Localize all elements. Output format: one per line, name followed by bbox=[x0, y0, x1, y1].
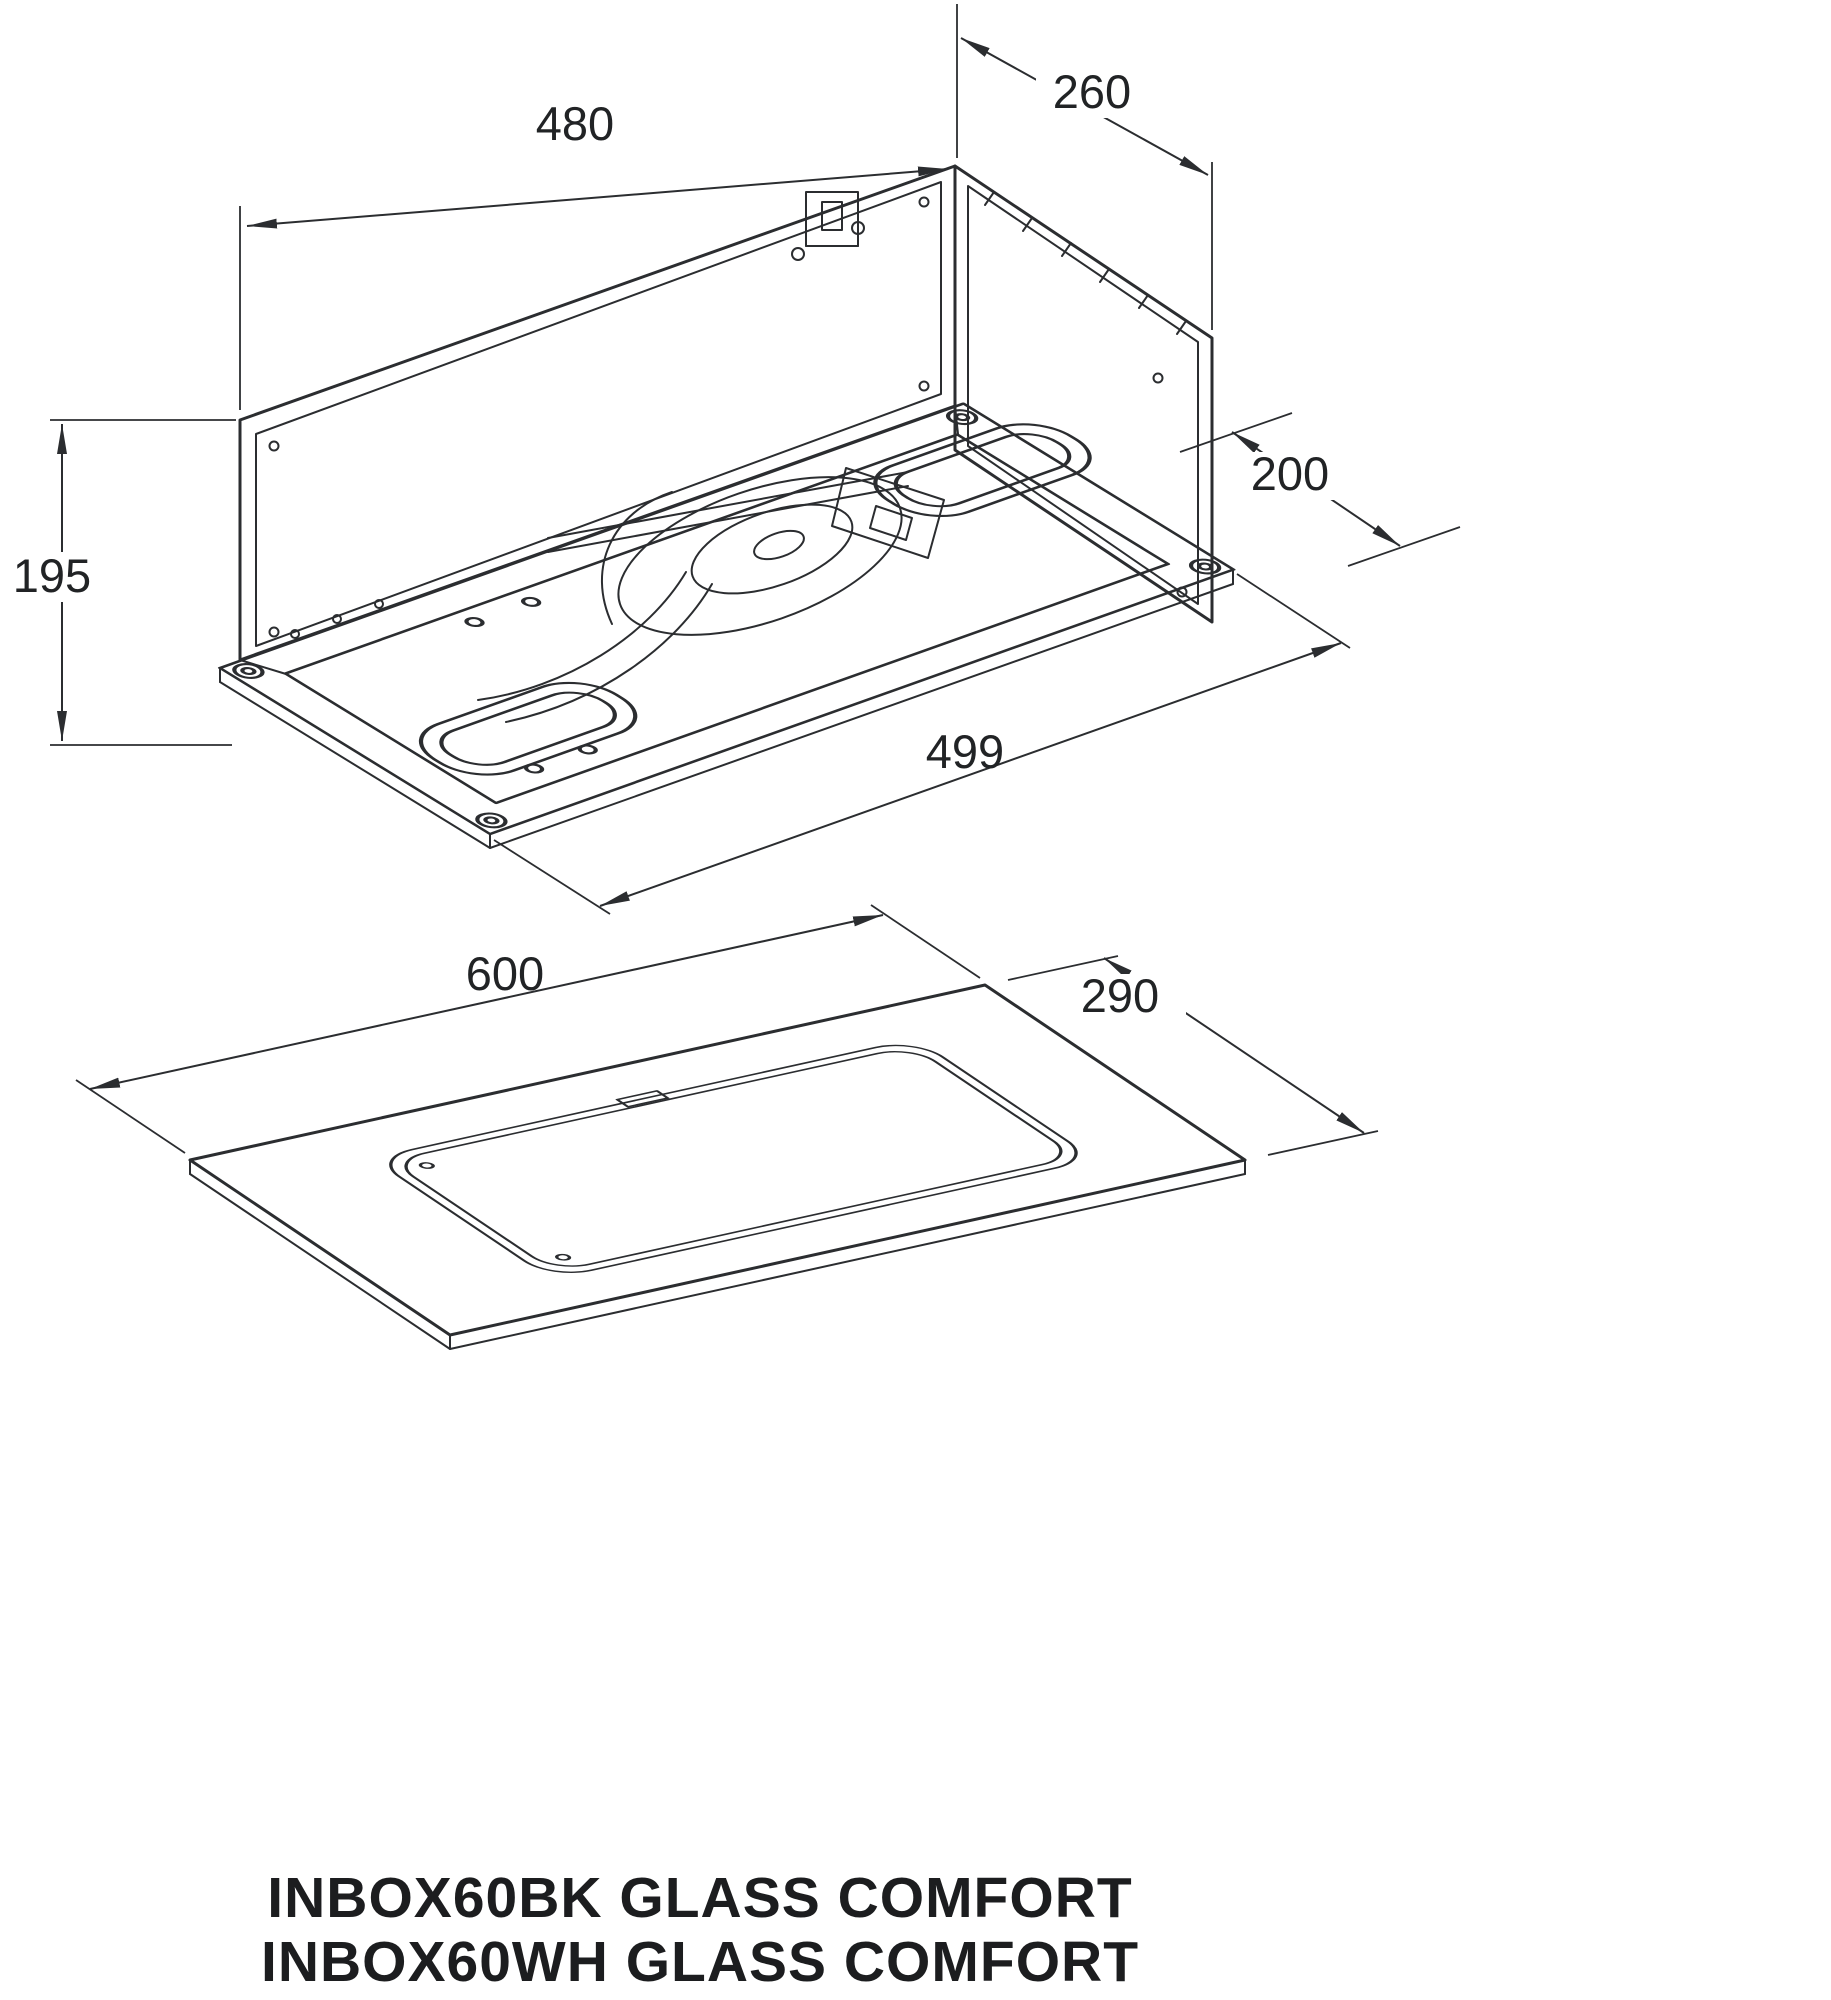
grease-filter-slot bbox=[873, 423, 1092, 517]
glass-panel bbox=[188, 983, 1247, 1350]
screw-hole bbox=[268, 626, 280, 638]
base-plate bbox=[217, 402, 1236, 849]
blower-wheel bbox=[690, 503, 854, 595]
dim-base-width-label: 499 bbox=[926, 725, 1004, 778]
model-name-black: INBOX60BK GLASS COMFORT bbox=[267, 1866, 1133, 1930]
blower-hub bbox=[753, 529, 805, 561]
rivet bbox=[374, 599, 384, 609]
mounting-bracket bbox=[805, 191, 859, 247]
dimension-glass-width: 600 bbox=[75, 904, 981, 1154]
screw-hole bbox=[577, 744, 598, 755]
edge-hatching bbox=[984, 191, 1187, 335]
rivet bbox=[290, 629, 300, 639]
dim-top-width-label: 480 bbox=[536, 97, 614, 150]
screw-hole bbox=[555, 1253, 572, 1261]
latch-notch bbox=[615, 1090, 670, 1108]
dimension-body-height: 195 bbox=[13, 419, 236, 746]
dimension-base-width: 499 bbox=[493, 573, 1351, 915]
screw-hole bbox=[268, 440, 280, 452]
motor-housing bbox=[831, 467, 945, 559]
dimension-glass-depth: 290 bbox=[1007, 955, 1379, 1156]
dim-top-depth-label: 260 bbox=[1053, 65, 1131, 118]
rivet bbox=[332, 614, 342, 624]
model-captions: INBOX60BK GLASS COMFORT INBOX60WH GLASS … bbox=[250, 1866, 1150, 1994]
motor-label bbox=[869, 505, 913, 541]
side-duct-panel bbox=[953, 164, 1214, 624]
dim-body-height-label: 195 bbox=[13, 549, 91, 602]
dim-glass-width-label: 600 bbox=[466, 947, 544, 1000]
blower-scroll bbox=[617, 476, 903, 636]
model-name-white: INBOX60WH GLASS COMFORT bbox=[260, 1930, 1140, 1994]
screw-hole bbox=[464, 617, 485, 627]
corner-washers bbox=[232, 409, 1222, 829]
screw-hole bbox=[918, 196, 930, 208]
dim-glass-depth-label: 290 bbox=[1081, 969, 1159, 1022]
screw-hole bbox=[791, 247, 805, 261]
inner-glass-frame bbox=[389, 1044, 1078, 1273]
screw-hole bbox=[918, 380, 930, 392]
dimension-base-depth: 200 bbox=[1179, 412, 1461, 567]
dimension-top-depth: 260 bbox=[960, 37, 1213, 330]
screw-hole bbox=[523, 763, 545, 774]
dim-base-depth-label: 200 bbox=[1251, 447, 1329, 500]
screw-hole bbox=[1152, 372, 1164, 384]
screw-hole bbox=[418, 1162, 435, 1169]
dimension-top-width: 480 bbox=[239, 4, 958, 410]
screw-hole bbox=[520, 596, 542, 607]
